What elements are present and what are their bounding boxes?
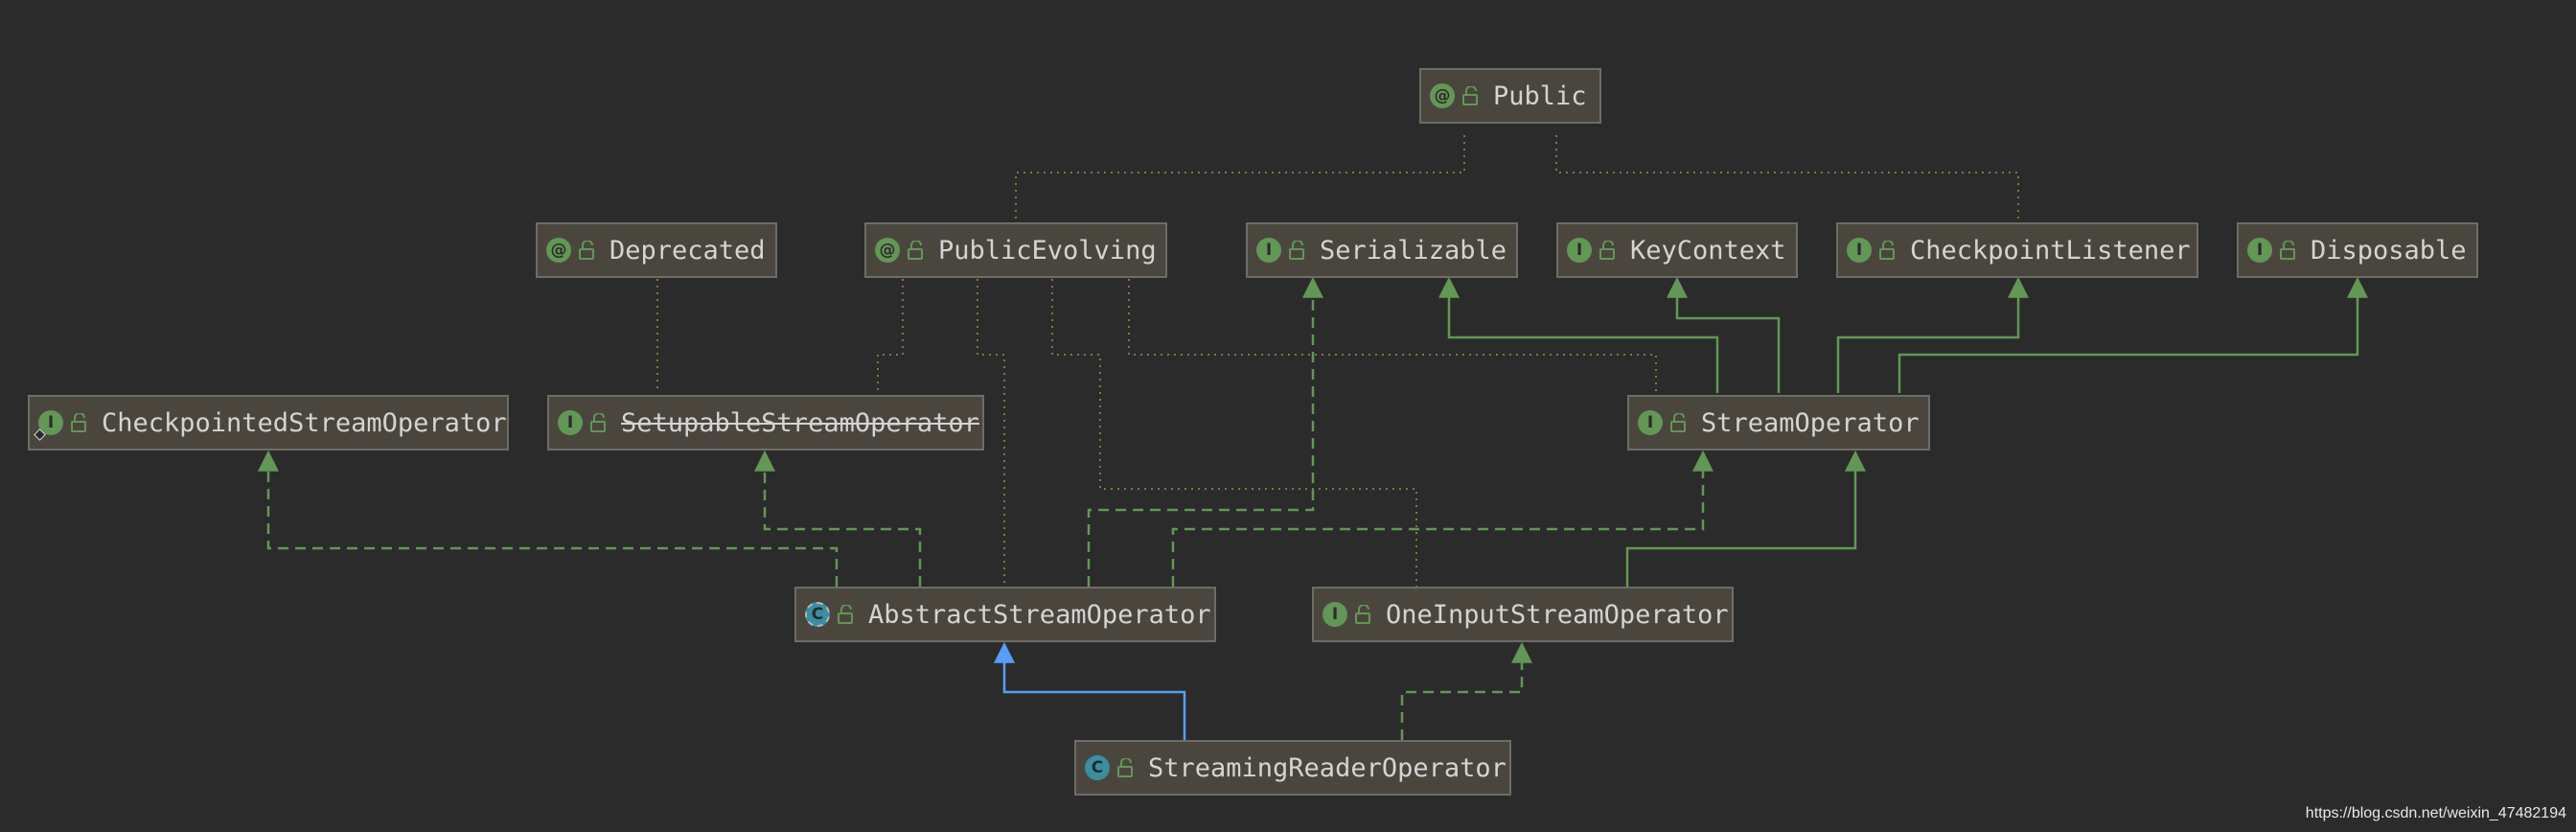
public-lock-icon bbox=[1462, 86, 1478, 105]
node-streaming-reader-operator[interactable]: C StreamingReaderOperator bbox=[1074, 740, 1511, 796]
interface-icon: I bbox=[2247, 238, 2272, 263]
public-lock-icon bbox=[1670, 413, 1686, 432]
source-watermark: https://blog.csdn.net/weixin_47482194 bbox=[2305, 805, 2566, 821]
public-lock-icon bbox=[838, 605, 853, 624]
node-label: Deprecated bbox=[610, 235, 766, 266]
edge-abstract-streamoperator bbox=[1171, 450, 1714, 587]
link-publicevolving-streamop bbox=[1128, 279, 1657, 393]
interface-icon: I bbox=[1847, 238, 1872, 263]
interface-icon: I bbox=[34, 410, 63, 441]
node-label: Public bbox=[1493, 81, 1587, 111]
class-icon: C bbox=[1085, 755, 1110, 780]
abstract-class-icon: C bbox=[805, 602, 830, 627]
node-key-context[interactable]: I KeyContext bbox=[1556, 222, 1798, 278]
kind-letter: I bbox=[47, 413, 55, 432]
public-lock-icon bbox=[590, 413, 606, 432]
public-lock-icon bbox=[908, 241, 923, 260]
node-label: AbstractStreamOperator bbox=[868, 599, 1211, 630]
link-publicevolving-setupable bbox=[877, 279, 904, 393]
public-lock-icon bbox=[1117, 758, 1133, 777]
interface-icon: I bbox=[1322, 602, 1347, 627]
node-label-deprecated: SetupableStreamOperator bbox=[621, 407, 979, 438]
node-label: PublicEvolving bbox=[938, 235, 1157, 266]
node-label: StreamOperator bbox=[1701, 407, 1920, 438]
link-publicevolving-abstract bbox=[977, 279, 1005, 587]
node-disposable[interactable]: I Disposable bbox=[2237, 222, 2478, 278]
public-lock-icon bbox=[71, 413, 86, 432]
interface-icon: I bbox=[558, 410, 583, 435]
node-deprecated[interactable]: @ Deprecated bbox=[536, 222, 777, 278]
node-label: CheckpointListener bbox=[1910, 235, 2191, 266]
node-label: StreamingReaderOperator bbox=[1148, 752, 1506, 783]
edge-streamop-disposable bbox=[1898, 276, 2368, 393]
edge-streamop-keycontext bbox=[1667, 276, 1781, 393]
public-lock-icon bbox=[1289, 241, 1304, 260]
node-one-input-stream-operator[interactable]: I OneInputStreamOperator bbox=[1312, 587, 1734, 642]
edge-abstract-serializable bbox=[1087, 276, 1323, 587]
node-label: CheckpointedStreamOperator bbox=[102, 407, 507, 438]
node-checkpoint-listener[interactable]: I CheckpointListener bbox=[1836, 222, 2198, 278]
edge-streamingreader-oneinput bbox=[1400, 641, 1532, 740]
public-lock-icon bbox=[1599, 241, 1615, 260]
node-public[interactable]: @ Public bbox=[1419, 68, 1601, 124]
public-lock-icon bbox=[579, 241, 594, 260]
node-checkpointed-stream-operator[interactable]: I CheckpointedStreamOperator bbox=[28, 395, 509, 451]
node-label: OneInputStreamOperator bbox=[1386, 599, 1729, 630]
public-lock-icon bbox=[1355, 605, 1370, 624]
node-serializable[interactable]: I Serializable bbox=[1246, 222, 1518, 278]
link-public-checkpointlistener bbox=[1555, 135, 2019, 222]
edge-streamop-checkpointlistener bbox=[1836, 276, 2029, 393]
link-publicevolving-oneinput bbox=[1051, 279, 1417, 587]
edge-abstract-checkpointed bbox=[258, 450, 839, 587]
public-lock-icon bbox=[1879, 241, 1895, 260]
node-label: KeyContext bbox=[1630, 235, 1786, 266]
edge-abstract-setupable bbox=[754, 450, 922, 587]
edge-streamop-serializable bbox=[1438, 276, 1719, 393]
node-stream-operator[interactable]: I StreamOperator bbox=[1627, 395, 1930, 451]
public-lock-icon bbox=[2280, 241, 2295, 260]
node-label: Disposable bbox=[2311, 235, 2467, 266]
annotation-icon: @ bbox=[875, 238, 900, 263]
link-public-publicevolving bbox=[1015, 135, 1465, 222]
interface-icon: I bbox=[1256, 238, 1281, 263]
inner-member-icon bbox=[34, 428, 46, 441]
node-public-evolving[interactable]: @ PublicEvolving bbox=[864, 222, 1167, 278]
interface-icon: I bbox=[1567, 238, 1592, 263]
annotation-icon: @ bbox=[546, 238, 571, 263]
node-label: Serializable bbox=[1320, 235, 1507, 266]
annotation-icon: @ bbox=[1430, 83, 1455, 108]
edge-oneinput-streamop bbox=[1625, 450, 1866, 587]
node-setupable-stream-operator[interactable]: I SetupableStreamOperator bbox=[547, 395, 984, 451]
interface-icon: I bbox=[1638, 410, 1663, 435]
edge-streamingreader-abstract bbox=[994, 641, 1186, 740]
node-abstract-stream-operator[interactable]: C AbstractStreamOperator bbox=[794, 587, 1216, 642]
